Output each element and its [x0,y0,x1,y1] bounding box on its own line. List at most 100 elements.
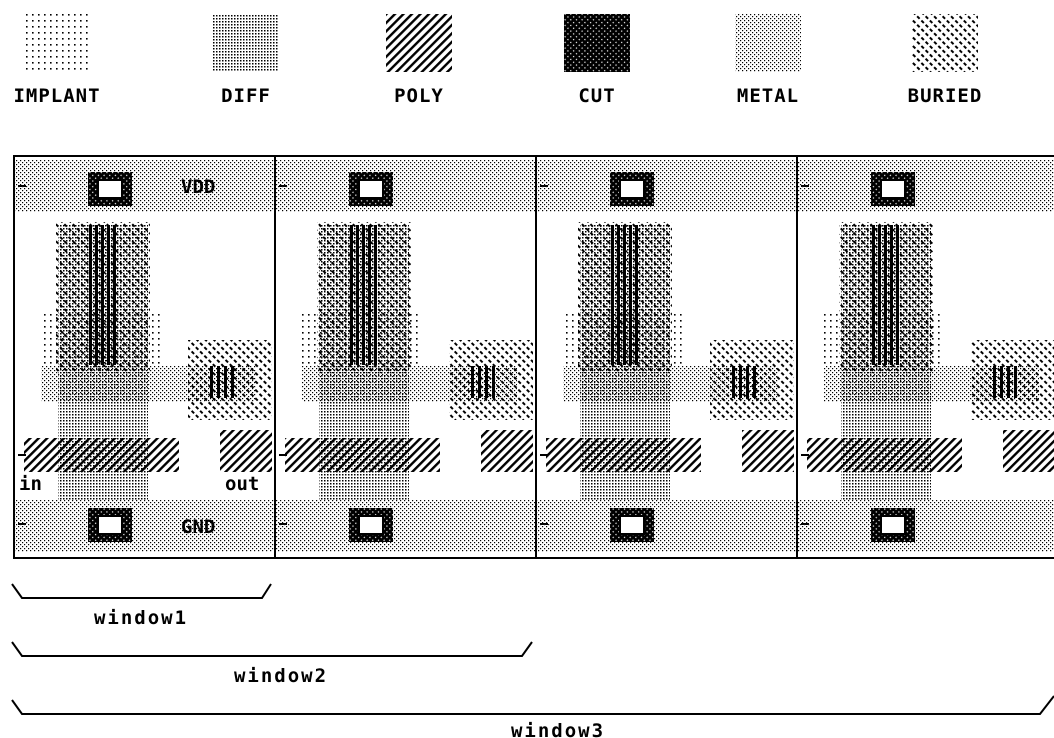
metal-label: METAL [737,85,799,107]
gate-stripe [101,225,104,365]
gate-stripe [95,225,98,365]
contact-window [880,515,906,535]
gate-stripe [368,225,371,365]
output-stripe [746,366,749,398]
gate-stripe [890,225,893,365]
output-stripe [478,366,481,398]
diff-label: DIFF [221,85,271,107]
gnd-metal-rail [275,500,536,552]
poly-output-stub [481,430,533,472]
output-stripe [471,366,474,398]
window1-label: window1 [94,607,188,629]
contact-window [619,179,645,199]
legend-item-diff: DIFF [213,14,279,107]
contact-window [97,179,123,199]
gate-stripe [611,225,614,365]
gate-stripe [89,225,92,365]
gate-stripe [374,225,377,365]
buried-label: BURIED [908,85,983,107]
output-stripe [732,366,735,398]
poly-input-gate [285,438,440,472]
legend-item-buried: BURIED [908,14,983,107]
gate-stripe [872,225,875,365]
legend: IMPLANT DIFF POLY CUT METAL BURIED [13,14,983,107]
gate-stripe [113,225,116,365]
legend-item-cut: CUT [564,14,630,107]
output-stripe [492,366,495,398]
output-stripe [993,366,996,398]
inverter-cell-3 [536,156,798,558]
contact-window [619,515,645,535]
legend-item-poly: POLY [386,14,452,107]
contact-window [880,179,906,199]
poly-input-gate [546,438,701,472]
inverter-cells [14,156,1054,558]
gate-stripe [617,225,620,365]
gnd-metal-rail [14,500,275,552]
implant-swatch [24,14,90,72]
buried-contact [710,340,794,420]
output-stripe [210,366,213,398]
gate-stripe [884,225,887,365]
cut-swatch [564,14,630,72]
poly-label: POLY [394,85,444,107]
buried-contact [449,340,533,420]
vdd-metal-rail [797,160,1054,212]
gate-stripe [629,225,632,365]
inverter-cell-4 [797,160,1054,552]
gate-stripe [107,225,110,365]
poly-input-gate [24,438,179,472]
output-stripe [224,366,227,398]
poly-output-stub [1003,430,1054,472]
gnd-label: GND [181,516,215,538]
window2-label: window2 [234,665,328,687]
gate-stripe [350,225,353,365]
output-stripe [485,366,488,398]
gate-stripe [878,225,881,365]
output-stripe [1007,366,1010,398]
gate-stripe [362,225,365,365]
inverter-cell-2 [275,156,537,558]
gnd-metal-rail [536,500,797,552]
gate-stripe [635,225,638,365]
buried-swatch [912,14,978,72]
contact-window [358,515,384,535]
output-stripe [1014,366,1017,398]
buried-contact [971,340,1054,420]
gnd-metal-rail [797,500,1054,552]
poly-output-stub [742,430,794,472]
output-stripe [1000,366,1003,398]
output-stripe [217,366,220,398]
output-stripe [753,366,756,398]
window-braces: window1 window2 window3 [11,583,1054,738]
window3-label: window3 [511,720,605,738]
legend-item-implant: IMPLANT [13,14,100,107]
gate-stripe [356,225,359,365]
in-label: in [19,473,42,495]
contact-window [358,179,384,199]
metal-swatch [735,14,801,72]
vdd-metal-rail [275,160,536,212]
poly-input-gate [807,438,962,472]
poly-swatch [386,14,452,72]
diff-swatch [213,14,279,72]
window2-brace [11,641,533,657]
poly-output-stub [220,430,272,472]
gate-stripe [623,225,626,365]
out-label: out [225,473,259,495]
vdd-metal-rail [536,160,797,212]
vdd-label: VDD [181,176,215,198]
implant-label: IMPLANT [13,85,100,107]
window1-brace [11,583,272,599]
layout-frame [13,155,1054,559]
window3-brace [11,695,1054,715]
contact-window [97,515,123,535]
output-stripe [231,366,234,398]
buried-contact [188,340,272,420]
output-stripe [739,366,742,398]
inverter-cell-1 [14,156,276,558]
legend-item-metal: METAL [735,14,801,107]
gate-stripe [896,225,899,365]
vdd-metal-rail [14,160,275,212]
